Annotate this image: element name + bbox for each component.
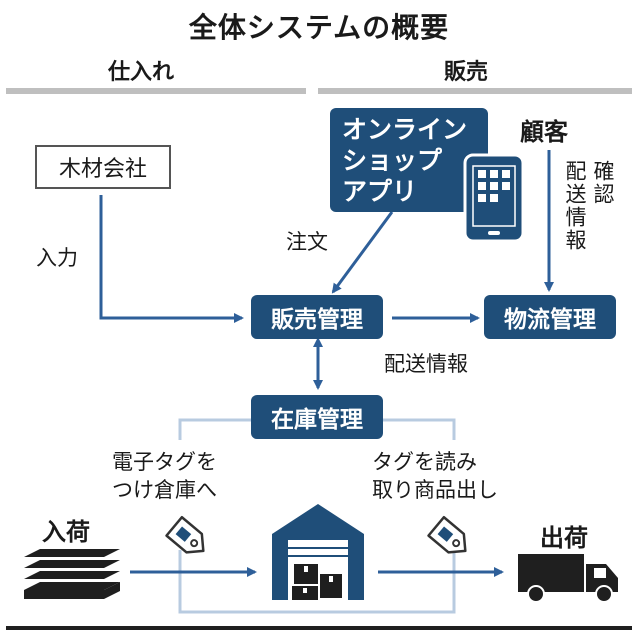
label-tag-attach-line-1: 電子タグを: [112, 450, 217, 474]
truck-icon: [518, 554, 618, 603]
section-label-sales: 販売: [444, 60, 489, 85]
section-rule-purchasing: [6, 88, 306, 94]
arrow-input: [99, 195, 244, 323]
app-label-line-3: アプリ: [342, 176, 418, 206]
label-tag-read-line-2: 取り商品出し: [372, 478, 498, 502]
node-customer: 顧客: [520, 118, 568, 146]
label-order: 注文: [286, 230, 328, 254]
node-lumber-company: 木材会社: [35, 145, 171, 189]
tag-icon: [427, 515, 467, 554]
node-inventory-management: 在庫管理: [251, 395, 383, 439]
section-label-purchasing: 仕入れ: [108, 60, 175, 85]
lumber-stack-icon: [24, 549, 120, 599]
smartphone-icon: [463, 153, 525, 243]
label-tag-attach: 電子タグを つけ倉庫へ: [112, 448, 217, 504]
label-delivery-info-vertical: 確認: [591, 160, 615, 206]
label-delivery-info: 配送情報: [384, 352, 468, 376]
label-tag-read-line-1: タグを読み: [372, 450, 477, 474]
arrow-order: [331, 211, 394, 294]
label-delivery-confirmation-line-2: 配送情報: [563, 160, 587, 252]
node-inbound: 入荷: [42, 518, 90, 546]
node-logistics-management: 物流管理: [484, 295, 616, 339]
app-label-line-2: ショップ: [342, 145, 443, 175]
app-label-line-1: オンライン: [342, 114, 468, 144]
tag-icon: [165, 515, 205, 554]
label-input: 入力: [36, 246, 78, 270]
page-title: 全体システムの概要: [188, 11, 450, 44]
section-rule-sales: [318, 88, 632, 94]
label-tag-read: タグを読み 取り商品出し: [372, 448, 498, 504]
label-tag-attach-line-2: つけ倉庫へ: [112, 478, 217, 502]
warehouse-icon: [272, 504, 364, 600]
node-online-shop-app: オンライン ショップ アプリ: [330, 108, 488, 212]
bottom-rule: [6, 626, 632, 630]
node-outbound: 出荷: [540, 524, 588, 552]
node-sales-management: 販売管理: [251, 295, 383, 339]
